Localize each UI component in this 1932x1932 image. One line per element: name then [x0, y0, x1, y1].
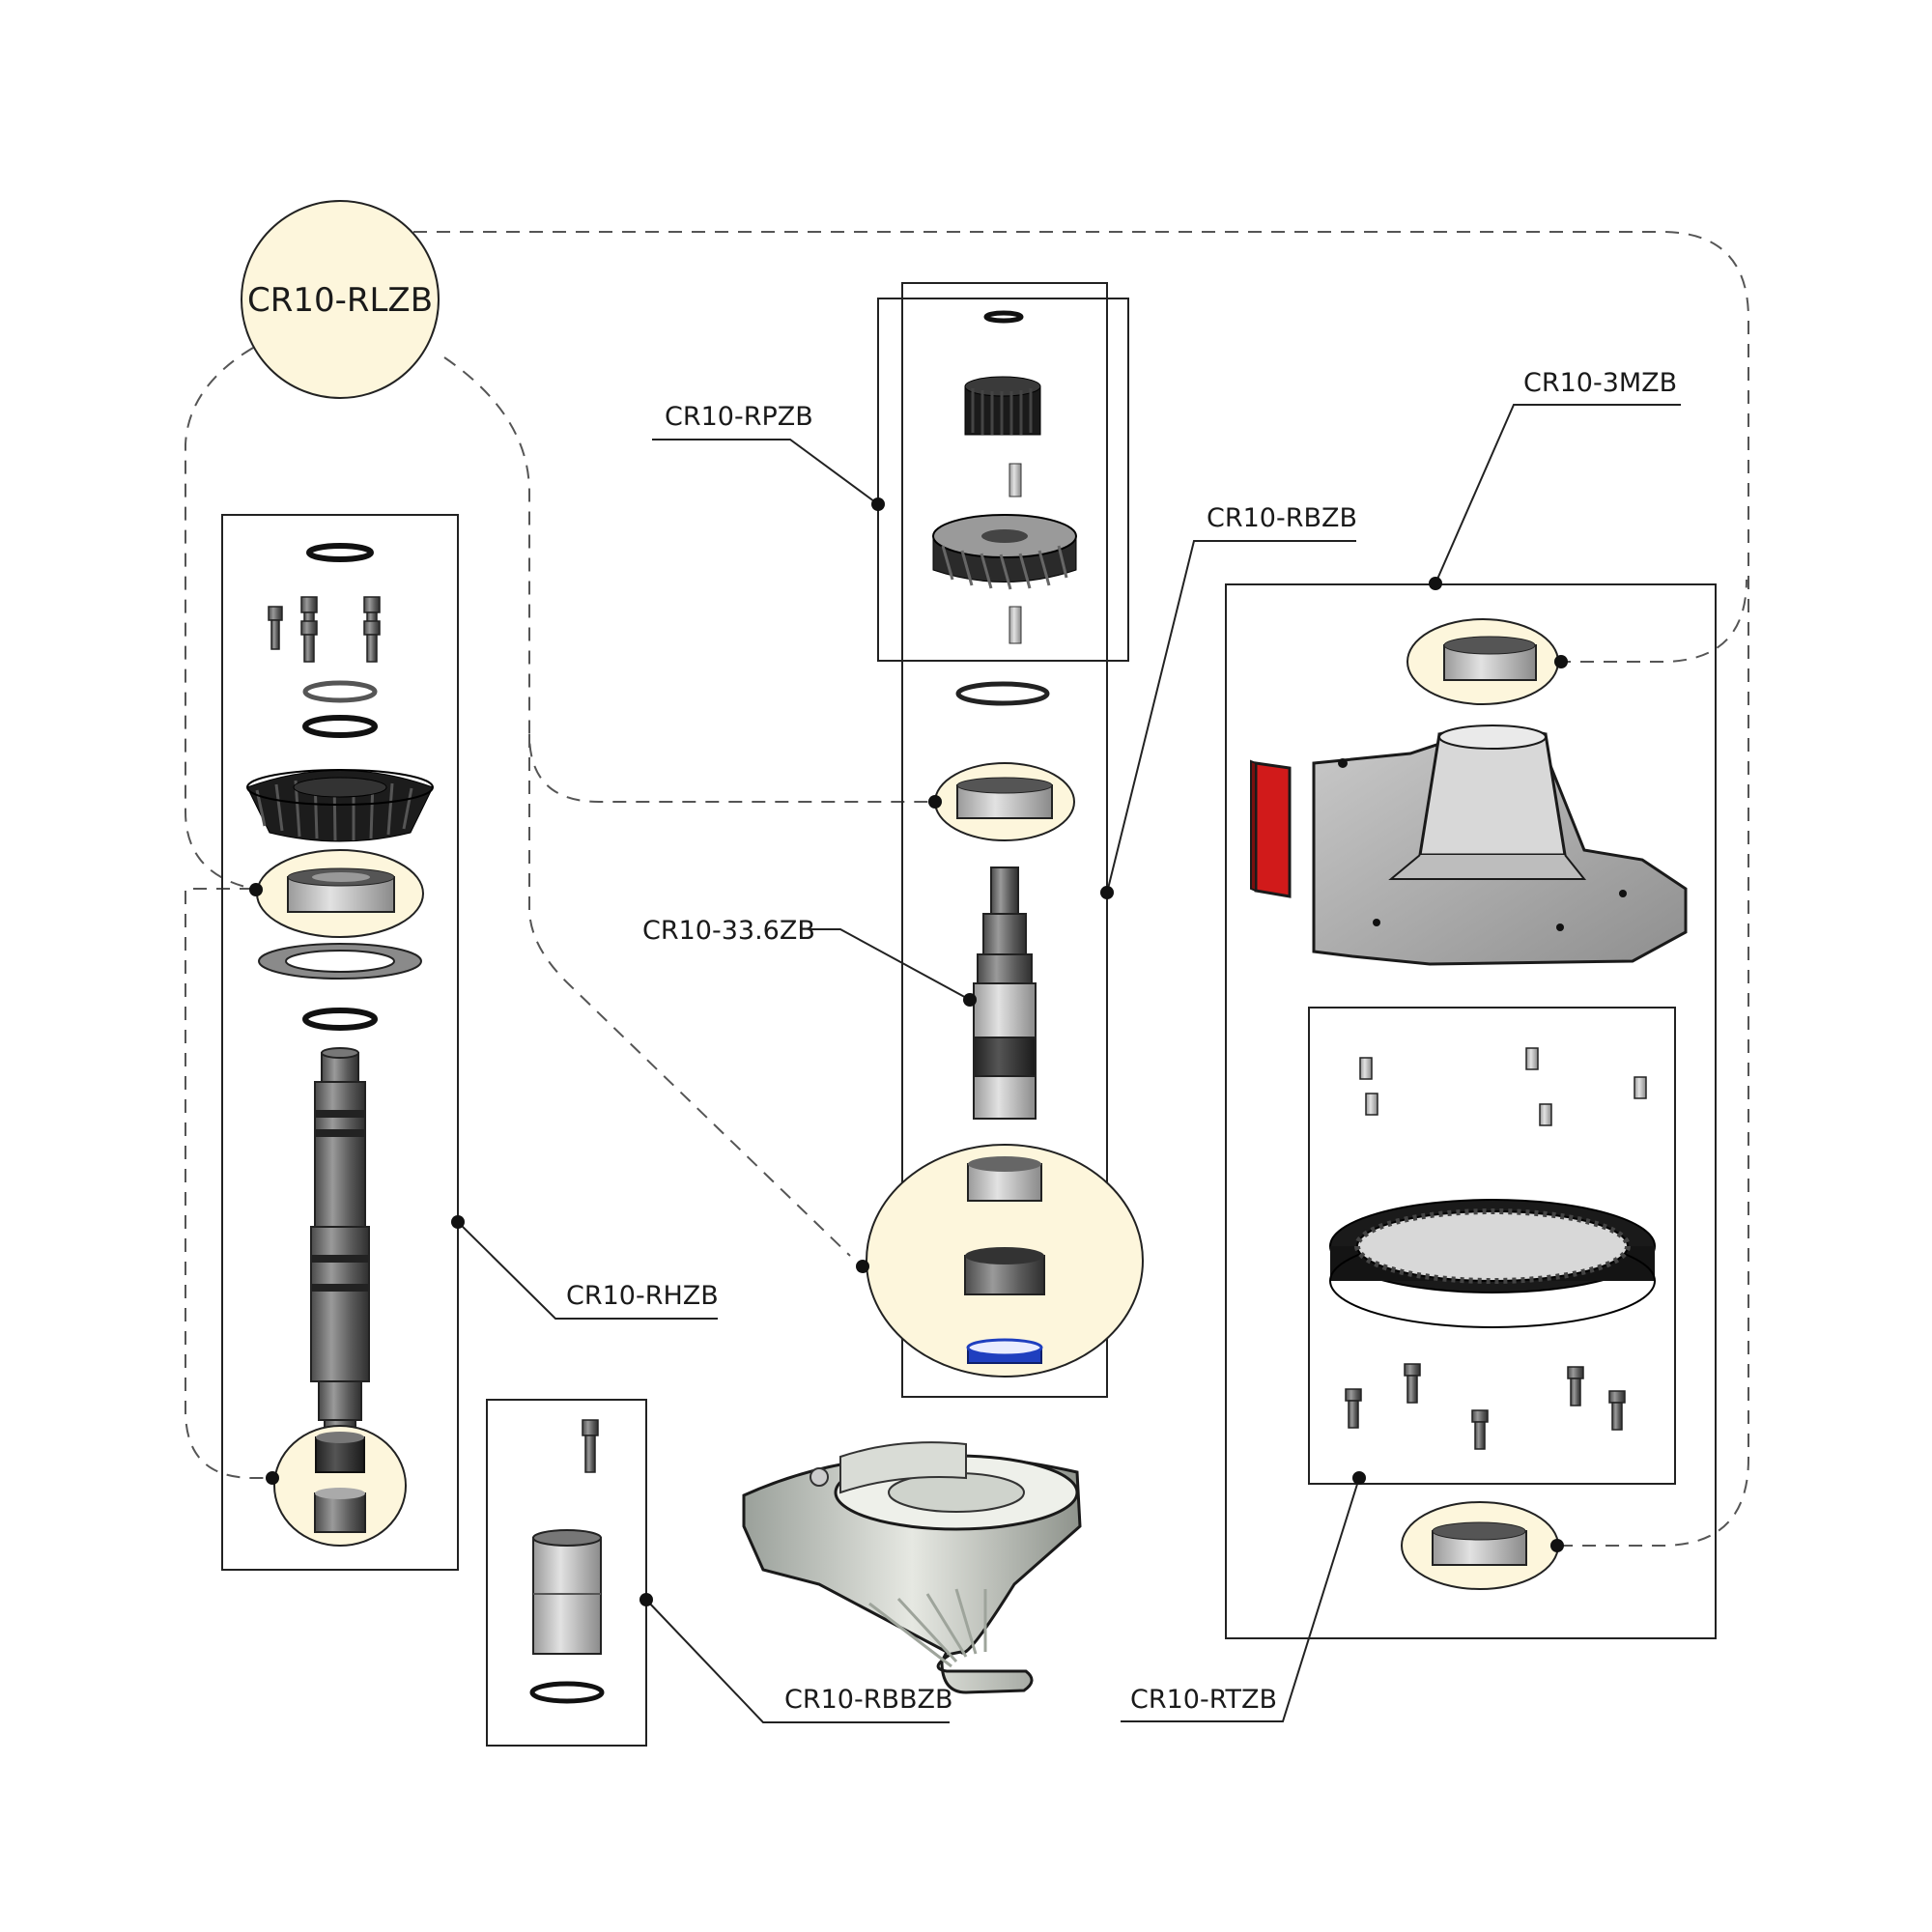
spur-gear-small	[964, 376, 1041, 436]
housing-bearing-top	[1443, 636, 1537, 681]
ball-bearing	[287, 867, 395, 913]
rpzb-kit-frame	[877, 298, 1129, 662]
thrust-washer	[258, 943, 422, 980]
rbbzb-leader	[645, 1599, 950, 1723]
drive-shaft	[310, 1047, 370, 1452]
rhzb-label[interactable]: CR10-RHZB	[566, 1281, 719, 1311]
rtzb-label[interactable]: CR10-RTZB	[1130, 1685, 1277, 1715]
rbbzb-kit-frame	[486, 1399, 647, 1747]
snap-ring	[983, 310, 1024, 324]
shim-ring	[302, 680, 378, 703]
ball-bearing-center	[956, 777, 1053, 819]
shaft-label[interactable]: CR10-33.6ZB	[642, 916, 815, 946]
o-ring	[302, 1008, 378, 1031]
rbzb-kit-group[interactable]: CR10-RPZB CR10-RBZB CR10-33.6ZB	[642, 282, 1357, 1398]
key-pin-2	[1009, 606, 1022, 644]
lower-bushing	[964, 1247, 1045, 1295]
circlip	[306, 543, 374, 562]
3mzb-kit-group[interactable]: CR10-3MZB CR10-RTZB	[1121, 368, 1717, 1722]
seal-ring	[302, 715, 378, 738]
ring-gear	[1329, 1199, 1656, 1328]
cap-screw-set	[1345, 1363, 1626, 1450]
key-pin	[1009, 463, 1022, 497]
needle-bushing	[315, 1432, 365, 1473]
3mzb-label[interactable]: CR10-3MZB	[1523, 368, 1677, 398]
rhzb-kit-frame	[221, 514, 459, 1571]
dowel-pin-set	[1359, 1047, 1647, 1126]
gearbox-housing	[1250, 724, 1688, 966]
rbzb-label[interactable]: CR10-RBZB	[1207, 503, 1357, 533]
rpzb-label[interactable]: CR10-RPZB	[665, 402, 813, 432]
retaining-ring	[955, 681, 1050, 706]
rbzb-kit-frame	[901, 282, 1108, 1398]
rbbzb-label[interactable]: CR10-RBBZB	[784, 1685, 953, 1715]
rhzb-bushing-highlight	[273, 1425, 407, 1547]
assembly-connector-lines	[185, 231, 1749, 1547]
sleeve-bushing	[532, 1529, 602, 1655]
rhzb-leader	[457, 1221, 718, 1320]
rpzb-leader	[652, 439, 879, 505]
housing-bearing-bottom	[1432, 1521, 1527, 1566]
bevel-gear	[246, 769, 434, 842]
rtzb-leader	[1121, 1477, 1360, 1722]
rbbzb-kit-group[interactable]: CR10-RBBZB	[486, 1399, 953, 1747]
cap-screw	[582, 1419, 599, 1473]
pinion-shaft	[973, 867, 1037, 1120]
rhzb-kit-group[interactable]: CR10-RHZB	[221, 514, 719, 1571]
helical-gear	[932, 514, 1077, 590]
assembly-label: CR10-RLZB	[247, 281, 433, 320]
bolt-set	[268, 596, 381, 663]
blue-seal-ring	[966, 1338, 1043, 1364]
3mzb-leader	[1435, 404, 1681, 584]
assembly-badge[interactable]: CR10-RLZB	[241, 200, 440, 399]
upper-bushing	[967, 1156, 1042, 1202]
sleeve-o-ring	[529, 1681, 605, 1704]
rbzb-leader	[1106, 540, 1356, 894]
rtzb-kit-frame	[1308, 1007, 1676, 1485]
3mzb-kit-frame	[1225, 583, 1717, 1639]
cone-housing	[742, 1441, 1082, 1694]
plain-bushing	[314, 1488, 366, 1533]
shaft-leader	[810, 928, 971, 1001]
